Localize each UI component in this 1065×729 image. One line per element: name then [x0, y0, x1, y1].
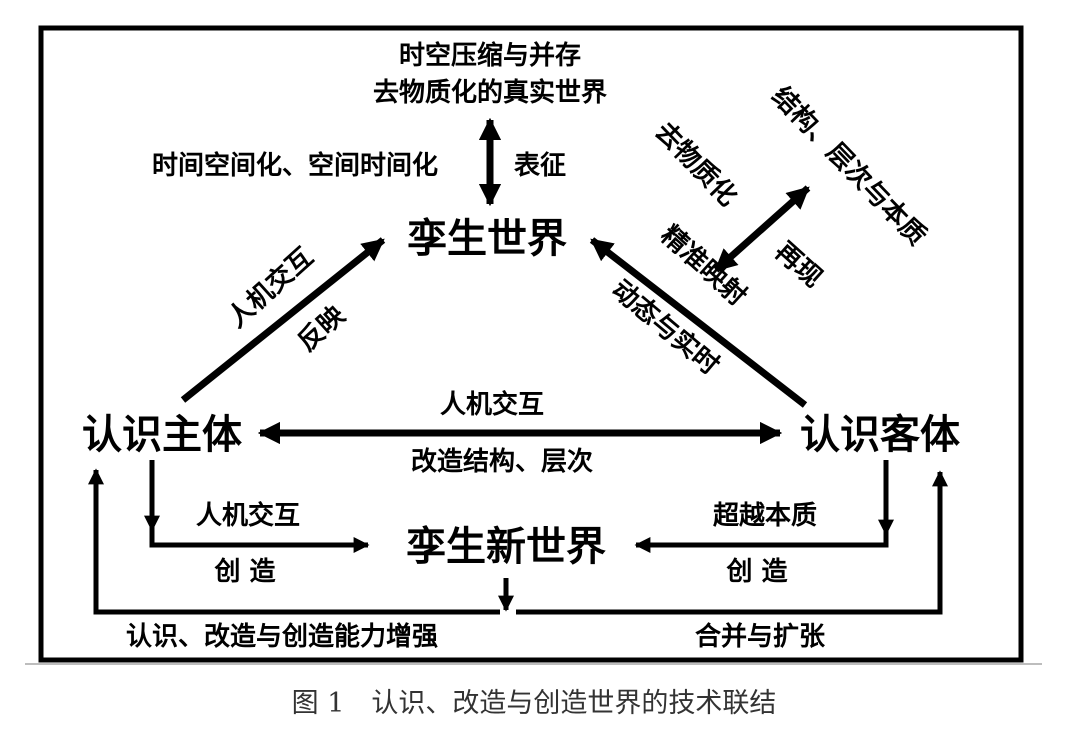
label-hci-left-diag: 人机交互	[221, 241, 319, 334]
node-object: 认识客体	[800, 412, 960, 458]
label-modify-structure: 改造结构、层次	[411, 446, 593, 477]
top-line-2: 去物质化的真实世界	[373, 77, 607, 108]
node-twin-world: 孪生世界	[407, 216, 567, 262]
label-merge-expand: 合并与扩张	[695, 621, 826, 652]
label-create-left: 创 造	[213, 557, 275, 587]
label-dematerialize: 去物质化	[649, 117, 743, 213]
label-transcend-essence: 超越本质	[713, 501, 817, 531]
label-create-right: 创 造	[725, 557, 787, 587]
label-reproduce: 再现	[769, 237, 828, 294]
diagram-frame	[38, 25, 1024, 663]
arrow-reflect	[180, 237, 386, 403]
label-represent: 表征	[514, 151, 566, 181]
node-subject: 认识主体	[82, 412, 242, 458]
arrow-merge-expand	[516, 470, 949, 615]
label-hci-middle: 人机交互	[440, 389, 544, 420]
top-line-1: 时空压缩与并存	[399, 40, 581, 71]
label-spacetime: 时间空间化、空间时间化	[152, 150, 438, 181]
node-structure-essence: 结构、层次与本质	[766, 81, 932, 251]
arrow-dynamic-realtime	[589, 237, 808, 408]
label-enhance-ability: 认识、改造与创造能力增强	[126, 621, 438, 652]
node-new-world: 孪生新世界	[406, 524, 606, 570]
label-hci-bottom-left: 人机交互	[196, 500, 300, 531]
figure-caption: 图 1 认识、改造与创造世界的技术联结	[292, 688, 777, 719]
arrow-precise-mapping	[713, 185, 811, 273]
arrow-enhance	[87, 468, 500, 615]
